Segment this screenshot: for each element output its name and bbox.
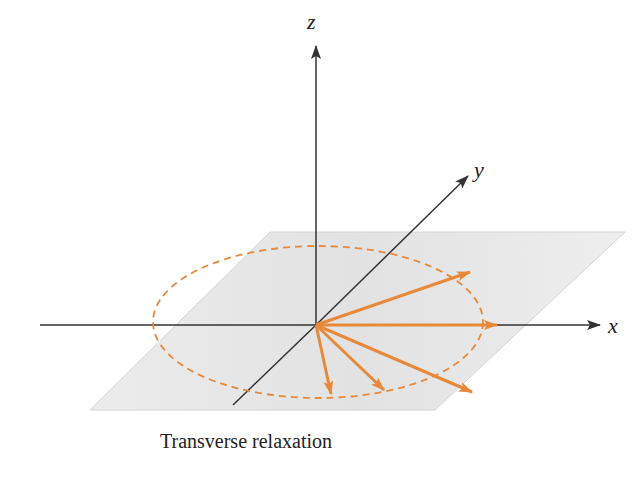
caption-label: Transverse relaxation bbox=[160, 430, 332, 452]
vector bbox=[316, 272, 470, 325]
negative-y-axis bbox=[233, 325, 316, 405]
vector bbox=[316, 325, 331, 394]
axis-label: x bbox=[608, 314, 618, 338]
axis-label: z bbox=[307, 10, 316, 34]
precession-path bbox=[153, 246, 483, 398]
vector bbox=[316, 325, 384, 390]
magnetization-vectors bbox=[316, 272, 497, 394]
z-axis bbox=[315, 46, 317, 325]
vector bbox=[316, 325, 472, 392]
vector bbox=[316, 324, 497, 327]
axis-label: y bbox=[474, 158, 484, 182]
xy-plane bbox=[90, 232, 625, 410]
y-axis bbox=[316, 176, 468, 325]
